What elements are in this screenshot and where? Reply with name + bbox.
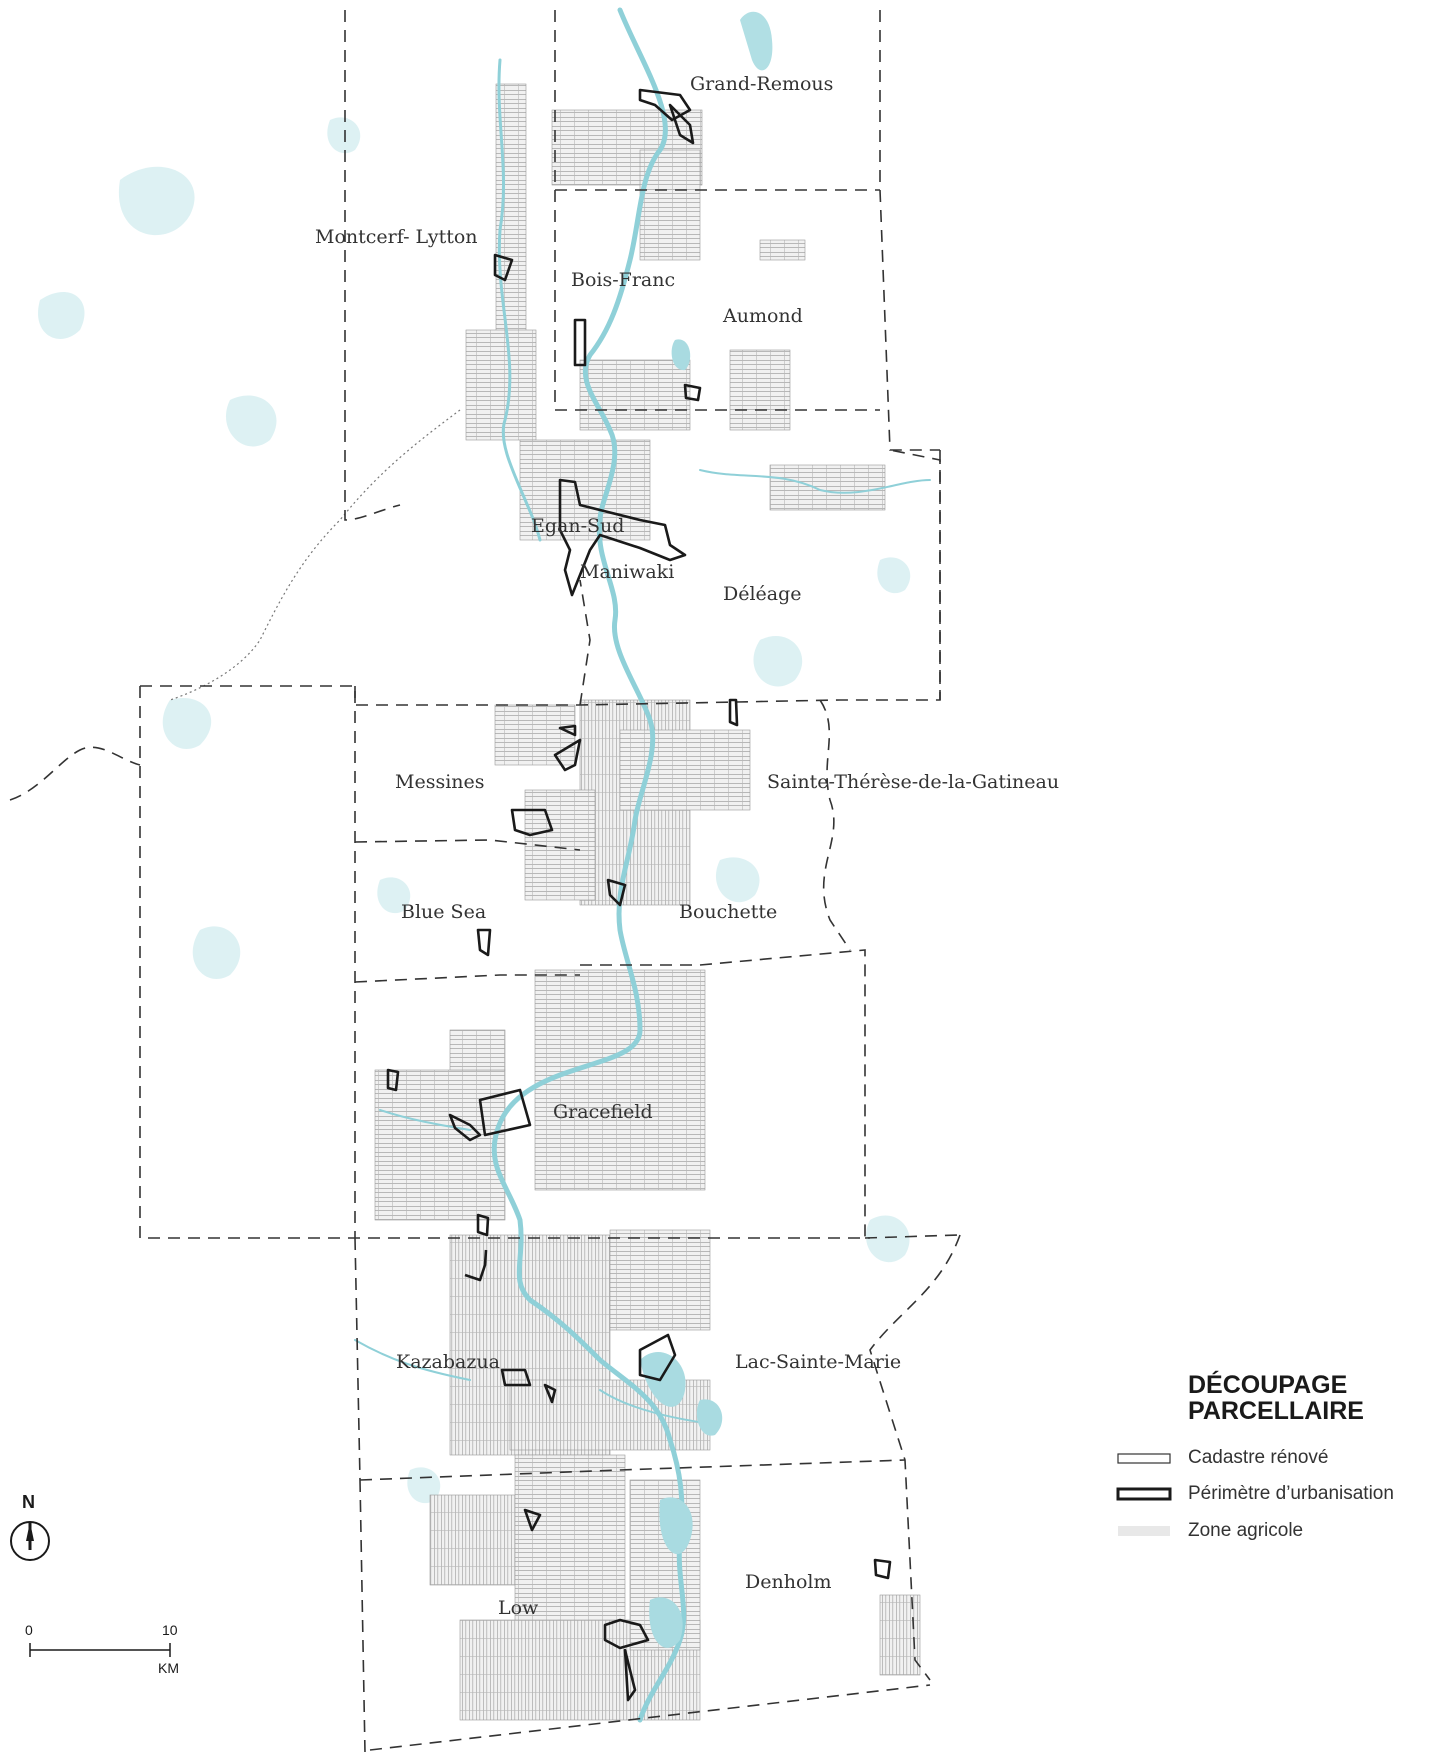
legend-item-urban-perimeter: Périmètre d’urbanisation — [1188, 1482, 1394, 1506]
legend-symbols — [1116, 1453, 1172, 1536]
legend-symbol-urban-perimeter — [1116, 1487, 1172, 1501]
label-bois-franc: Bois-Franc — [571, 269, 675, 291]
label-sainte-therese: Sainte-Thérèse-de-la-Gatineau — [767, 771, 1059, 793]
label-lac-sainte-marie: Lac-Sainte-Marie — [735, 1351, 901, 1373]
scale-max-label: 10 — [162, 1622, 178, 1638]
label-egan-sud: Egan-Sud — [531, 515, 624, 537]
scale-min-label: 0 — [25, 1622, 33, 1638]
label-montcerf-lytton: Montcerf- Lytton — [315, 226, 478, 248]
legend-label-cadastre: Cadastre rénové — [1188, 1447, 1329, 1468]
label-denholm: Denholm — [745, 1571, 831, 1593]
label-bouchette: Bouchette — [679, 901, 777, 923]
urban-perimeters — [386, 88, 892, 1702]
label-grand-remous: Grand-Remous — [690, 73, 833, 95]
label-messines: Messines — [395, 771, 485, 793]
river-lakes — [640, 339, 723, 1648]
label-blue-sea: Blue Sea — [401, 901, 486, 923]
label-aumond: Aumond — [722, 305, 803, 327]
legend-label-urban-perimeter: Périmètre d’urbanisation — [1188, 1483, 1394, 1504]
label-deleage: Déléage — [723, 583, 802, 605]
legend-title-line1: DÉCOUPAGE — [1188, 1371, 1348, 1399]
legend-title-line2: PARCELLAIRE — [1188, 1397, 1364, 1425]
scale-unit-label: KM — [158, 1660, 179, 1676]
label-low: Low — [498, 1597, 539, 1619]
place-labels: Grand-Remous Montcerf- Lytton Bois-Franc… — [315, 73, 1059, 1619]
legend-item-cadastre: Cadastre rénové — [1188, 1446, 1328, 1470]
legend-label-agricultural-zone: Zone agricole — [1188, 1520, 1304, 1541]
label-maniwaki: Maniwaki — [580, 561, 674, 583]
north-label: N — [22, 1492, 35, 1512]
north-arrow-icon — [10, 1521, 50, 1561]
gatineau-river — [354, 7, 931, 1723]
legend-title: DÉCOUPAGE PARCELLAIRE — [1188, 1372, 1428, 1424]
legend-symbol-agricultural-zone — [1118, 1526, 1170, 1536]
scale-bar — [29, 1643, 171, 1657]
legend-item-agricultural-zone: Zone agricole — [1188, 1519, 1303, 1543]
legend-symbol-cadastre — [1117, 1453, 1171, 1464]
municipal-boundaries — [9, 10, 961, 1753]
label-gracefield: Gracefield — [553, 1101, 653, 1123]
trail-line — [169, 409, 461, 701]
label-kazabazua: Kazabazua — [396, 1351, 500, 1373]
